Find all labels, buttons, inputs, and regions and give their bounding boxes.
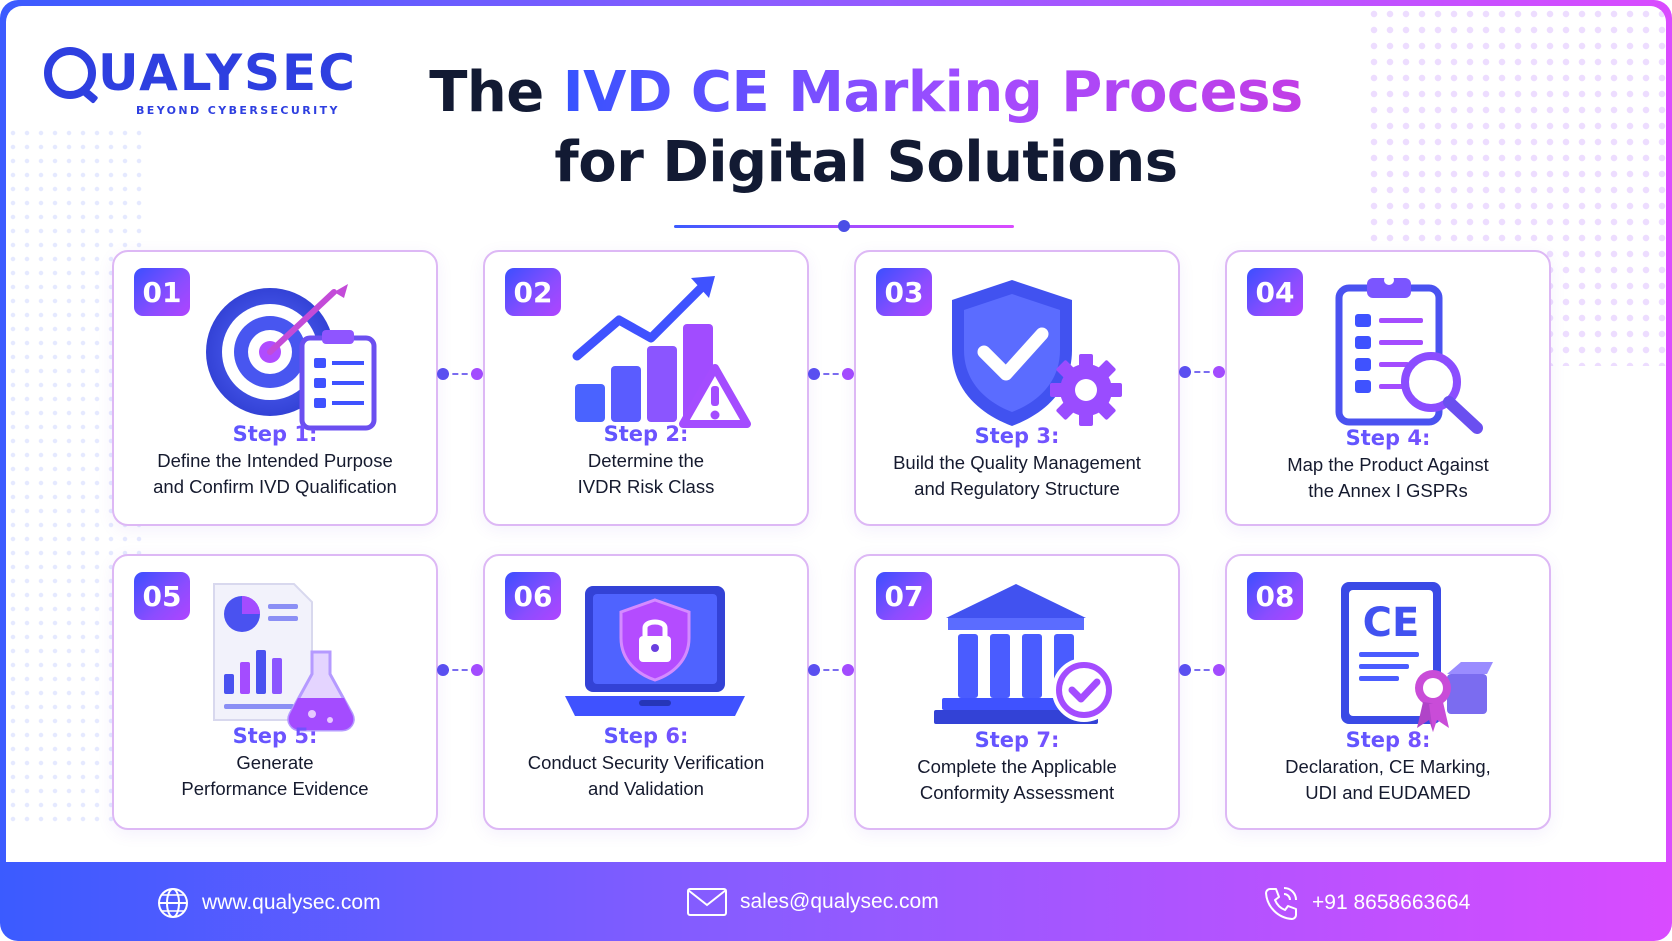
step-label: Step 3: bbox=[856, 424, 1178, 448]
step-desc-line-1: Define the Intended Purpose bbox=[157, 450, 393, 471]
footer-bar: www.qualysec.com sales@qualysec.com +91 … bbox=[0, 862, 1672, 941]
step-description: Generate Performance Evidence bbox=[120, 750, 430, 802]
step-label: Step 4: bbox=[1227, 426, 1549, 450]
step-desc-line-1: Map the Product Against bbox=[1287, 454, 1489, 475]
svg-text:CE: CE bbox=[1363, 600, 1420, 646]
step-number-badge: 03 bbox=[876, 268, 932, 316]
step-desc-line-2: Performance Evidence bbox=[181, 778, 369, 799]
step-connector bbox=[808, 368, 854, 380]
step-connector bbox=[1179, 366, 1225, 378]
shield-gear-icon bbox=[952, 280, 1122, 426]
step-desc-line-1: Conduct Security Verification bbox=[527, 752, 765, 773]
logo-name-text: UALYSEC bbox=[98, 44, 357, 102]
step-desc-line-1: Declaration, CE Marking, bbox=[1285, 756, 1491, 777]
logo-tagline: BEYOND CYBERSECURITY bbox=[136, 104, 340, 117]
step-number-badge: 08 bbox=[1247, 572, 1303, 620]
footer-email[interactable]: sales@qualysec.com bbox=[686, 886, 939, 918]
logo-wordmark: UALYSEC bbox=[44, 44, 374, 102]
report-flask-icon bbox=[213, 583, 355, 732]
clipboard-magnifier-icon bbox=[1335, 275, 1483, 434]
step-desc-line-2: and Regulatory Structure bbox=[914, 478, 1120, 499]
step-number-badge: 07 bbox=[876, 572, 932, 620]
step-description: Conduct Security Verification and Valida… bbox=[491, 750, 801, 802]
page-title: The IVD CE Marking Process for Digital S… bbox=[336, 58, 1396, 198]
mail-icon bbox=[687, 888, 727, 916]
title-line-1: The IVD CE Marking Process bbox=[336, 58, 1396, 128]
step-desc-line-2: and Confirm IVD Qualification bbox=[153, 476, 397, 497]
step-card-1[interactable]: 01 Step 1: Define the Intend bbox=[112, 250, 438, 526]
step-label: Step 2: bbox=[485, 422, 807, 446]
step-card-2[interactable]: 02 Step 2: Determine the IVDR Risk Class bbox=[483, 250, 809, 526]
ce-certificate-icon: CE bbox=[1341, 582, 1493, 732]
institution-check-icon bbox=[934, 584, 1116, 724]
target-checklist-icon bbox=[206, 284, 377, 431]
footer-phone[interactable]: +91 8658663664 bbox=[1262, 884, 1470, 922]
title-prefix: The bbox=[429, 60, 563, 125]
step-desc-line-2: and Validation bbox=[588, 778, 704, 799]
step-label: Step 1: bbox=[114, 422, 436, 446]
title-divider-dot bbox=[838, 220, 850, 232]
content-area: UALYSEC BEYOND CYBERSECURITY The IVD CE … bbox=[6, 6, 1666, 862]
email-link[interactable]: sales@qualysec.com bbox=[740, 890, 939, 913]
step-label: Step 6: bbox=[485, 724, 807, 748]
title-line-2: for Digital Solutions bbox=[554, 130, 1178, 195]
step-desc-line-2: the Annex I GSPRs bbox=[1308, 480, 1468, 501]
step-connector bbox=[1179, 664, 1225, 676]
step-connector bbox=[437, 664, 483, 676]
step-desc-line-1: Generate bbox=[236, 752, 314, 773]
step-card-7[interactable]: 07 Step 7: Complete the Applicable Confo… bbox=[854, 554, 1180, 830]
website-link[interactable]: www.qualysec.com bbox=[202, 891, 381, 914]
step-connector bbox=[437, 368, 483, 380]
step-description: Build the Quality Management and Regulat… bbox=[862, 450, 1172, 502]
step-number-badge: 05 bbox=[134, 572, 190, 620]
logo-q-icon bbox=[44, 47, 96, 99]
step-desc-line-2: Conformity Assessment bbox=[919, 782, 1115, 803]
laptop-lock-icon bbox=[565, 586, 745, 716]
step-description: Determine the IVDR Risk Class bbox=[491, 448, 801, 500]
footer-website[interactable]: www.qualysec.com bbox=[156, 886, 381, 920]
title-highlight: IVD CE Marking Process bbox=[562, 60, 1304, 125]
step-card-6[interactable]: 06 Step 6: Conduct Security Verification… bbox=[483, 554, 809, 830]
step-description: Define the Intended Purpose and Confirm … bbox=[120, 448, 430, 500]
step-number-badge: 06 bbox=[505, 572, 561, 620]
step-label: Step 8: bbox=[1227, 728, 1549, 752]
step-card-5[interactable]: 05 Step 5: Generate Performance Evidence bbox=[112, 554, 438, 830]
step-connector bbox=[808, 664, 854, 676]
qualysec-logo[interactable]: UALYSEC BEYOND CYBERSECURITY bbox=[44, 44, 374, 117]
step-desc-line-2: UDI and EUDAMED bbox=[1305, 782, 1471, 803]
globe-icon bbox=[158, 888, 188, 918]
phone-number[interactable]: +91 8658663664 bbox=[1312, 891, 1471, 914]
step-label: Step 7: bbox=[856, 728, 1178, 752]
chart-warning-icon bbox=[572, 276, 751, 428]
phone-icon bbox=[1265, 887, 1297, 920]
step-card-4[interactable]: 04 Step 4: Map the Product Against the A… bbox=[1225, 250, 1551, 526]
step-desc-line-1: Build the Quality Management bbox=[893, 452, 1141, 473]
step-description: Declaration, CE Marking, UDI and EUDAMED bbox=[1233, 754, 1543, 806]
step-number-badge: 02 bbox=[505, 268, 561, 316]
step-card-3[interactable]: 03 bbox=[854, 250, 1180, 526]
step-desc-line-2: IVDR Risk Class bbox=[577, 476, 715, 497]
step-description: Map the Product Against the Annex I GSPR… bbox=[1233, 452, 1543, 504]
step-description: Complete the Applicable Conformity Asses… bbox=[862, 754, 1172, 806]
step-desc-line-1: Complete the Applicable bbox=[917, 756, 1117, 777]
step-card-8[interactable]: 08 CE Step 8: Declaration, CE Marking, U… bbox=[1225, 554, 1551, 830]
step-label: Step 5: bbox=[114, 724, 436, 748]
step-desc-line-1: Determine the bbox=[587, 450, 705, 471]
step-number-badge: 04 bbox=[1247, 268, 1303, 316]
step-number-badge: 01 bbox=[134, 268, 190, 316]
